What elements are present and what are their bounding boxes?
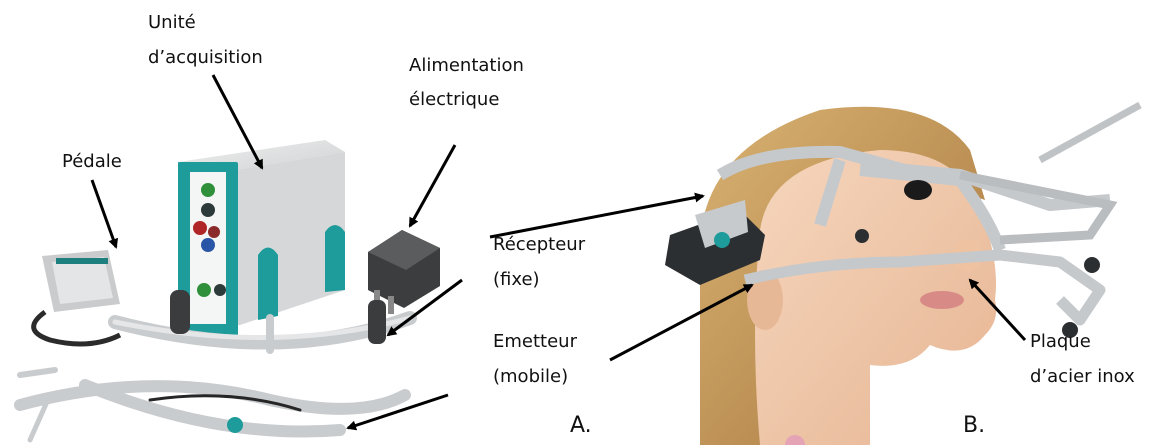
label-pedal: Pédale [62, 150, 122, 173]
panel-label-a: A. [570, 413, 592, 438]
panel-a-device-illustration [20, 140, 440, 440]
label-receiver-line1: Récepteur [493, 233, 585, 256]
label-acquisition-unit-line2: d’acquisition [148, 46, 263, 69]
label-acquisition-unit-line1: Unité [148, 11, 196, 34]
label-plate-line2: d’acier inox [1030, 365, 1135, 388]
pedal-device [34, 250, 120, 344]
label-power-supply-line2: électrique [409, 88, 499, 111]
label-receiver-line2: (fixe) [493, 268, 540, 291]
lips [920, 291, 964, 309]
panel-b-subject-illustration [665, 105, 1140, 445]
label-plate-line1: Plaque [1030, 330, 1091, 353]
label-emitter-line2: (mobile) [493, 365, 568, 388]
arrow-power [410, 145, 455, 226]
label-emitter-line1: Emetteur [493, 330, 577, 353]
arrow-pedal [92, 180, 116, 247]
label-power-supply-line1: Alimentation [409, 54, 524, 77]
panel-label-b: B. [963, 413, 985, 438]
arrow-receiver [490, 196, 703, 237]
acquisition-unit [178, 140, 345, 337]
